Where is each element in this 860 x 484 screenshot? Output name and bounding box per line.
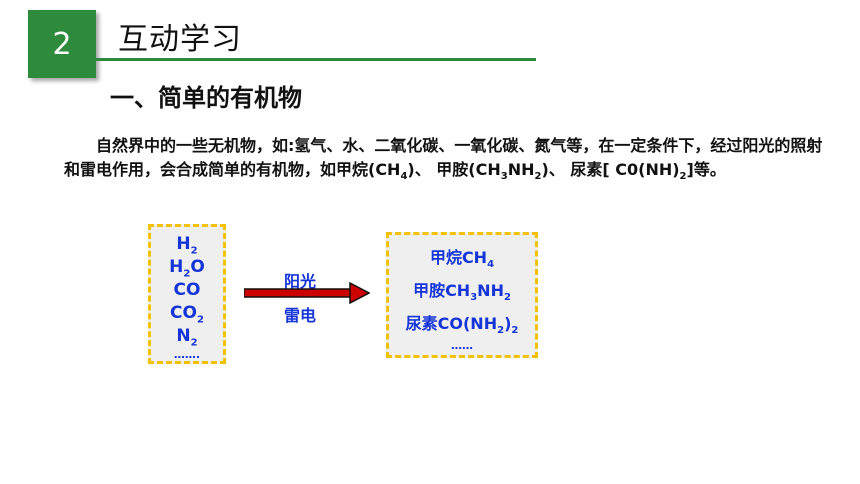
para-sub-2: 3 <box>500 171 508 183</box>
reaction-arrow-icon <box>244 282 370 304</box>
para-sub-1: 4 <box>400 171 408 183</box>
page-heading: 一、简单的有机物 <box>110 84 302 112</box>
para-text-5: ]等。 <box>686 160 726 179</box>
para-text-1: 自然界中的一些无机物，如:氢气、水、二氧化碳、一氧化碳、氮气等，在一定条件下，经… <box>64 136 823 179</box>
reactant-co: CO <box>173 280 201 300</box>
products-box: 甲烷CH4 甲胺CH3NH2 尿素CO(NH2)2 …… <box>386 232 538 358</box>
reactant-h2o: H2O <box>169 257 205 280</box>
para-text-2: )、 甲胺(CH <box>407 160 501 179</box>
reactants-ellipsis: ……. <box>173 348 201 361</box>
reactants-box: H2 H2O CO CO2 N2 ……. <box>148 224 226 364</box>
reactant-co2: CO2 <box>170 303 204 326</box>
section-number: 2 <box>52 26 72 62</box>
title-underline <box>96 58 536 61</box>
para-sub-3: 2 <box>534 171 542 183</box>
reactant-n2: N2 <box>176 326 198 349</box>
arrow-label-sunlight: 阳光 <box>284 272 317 291</box>
section-number-badge: 2 <box>28 10 96 78</box>
arrow-label-lightning: 雷电 <box>284 306 317 325</box>
products-ellipsis: …… <box>451 339 473 352</box>
product-methane: 甲烷CH4 <box>429 248 495 271</box>
intro-paragraph: 自然界中的一些无机物，如:氢气、水、二氧化碳、一氧化碳、氮气等，在一定条件下，经… <box>64 134 824 182</box>
reactant-h2: H2 <box>176 234 198 257</box>
para-text-4: )、 尿素[ C0(NH) <box>541 160 680 179</box>
section-title: 互动学习 <box>118 22 242 57</box>
product-methylamine: 甲胺CH3NH2 <box>413 281 511 304</box>
para-sub-4: 2 <box>679 171 687 183</box>
product-urea: 尿素CO(NH2)2 <box>405 314 519 337</box>
para-text-3: NH <box>507 160 535 179</box>
